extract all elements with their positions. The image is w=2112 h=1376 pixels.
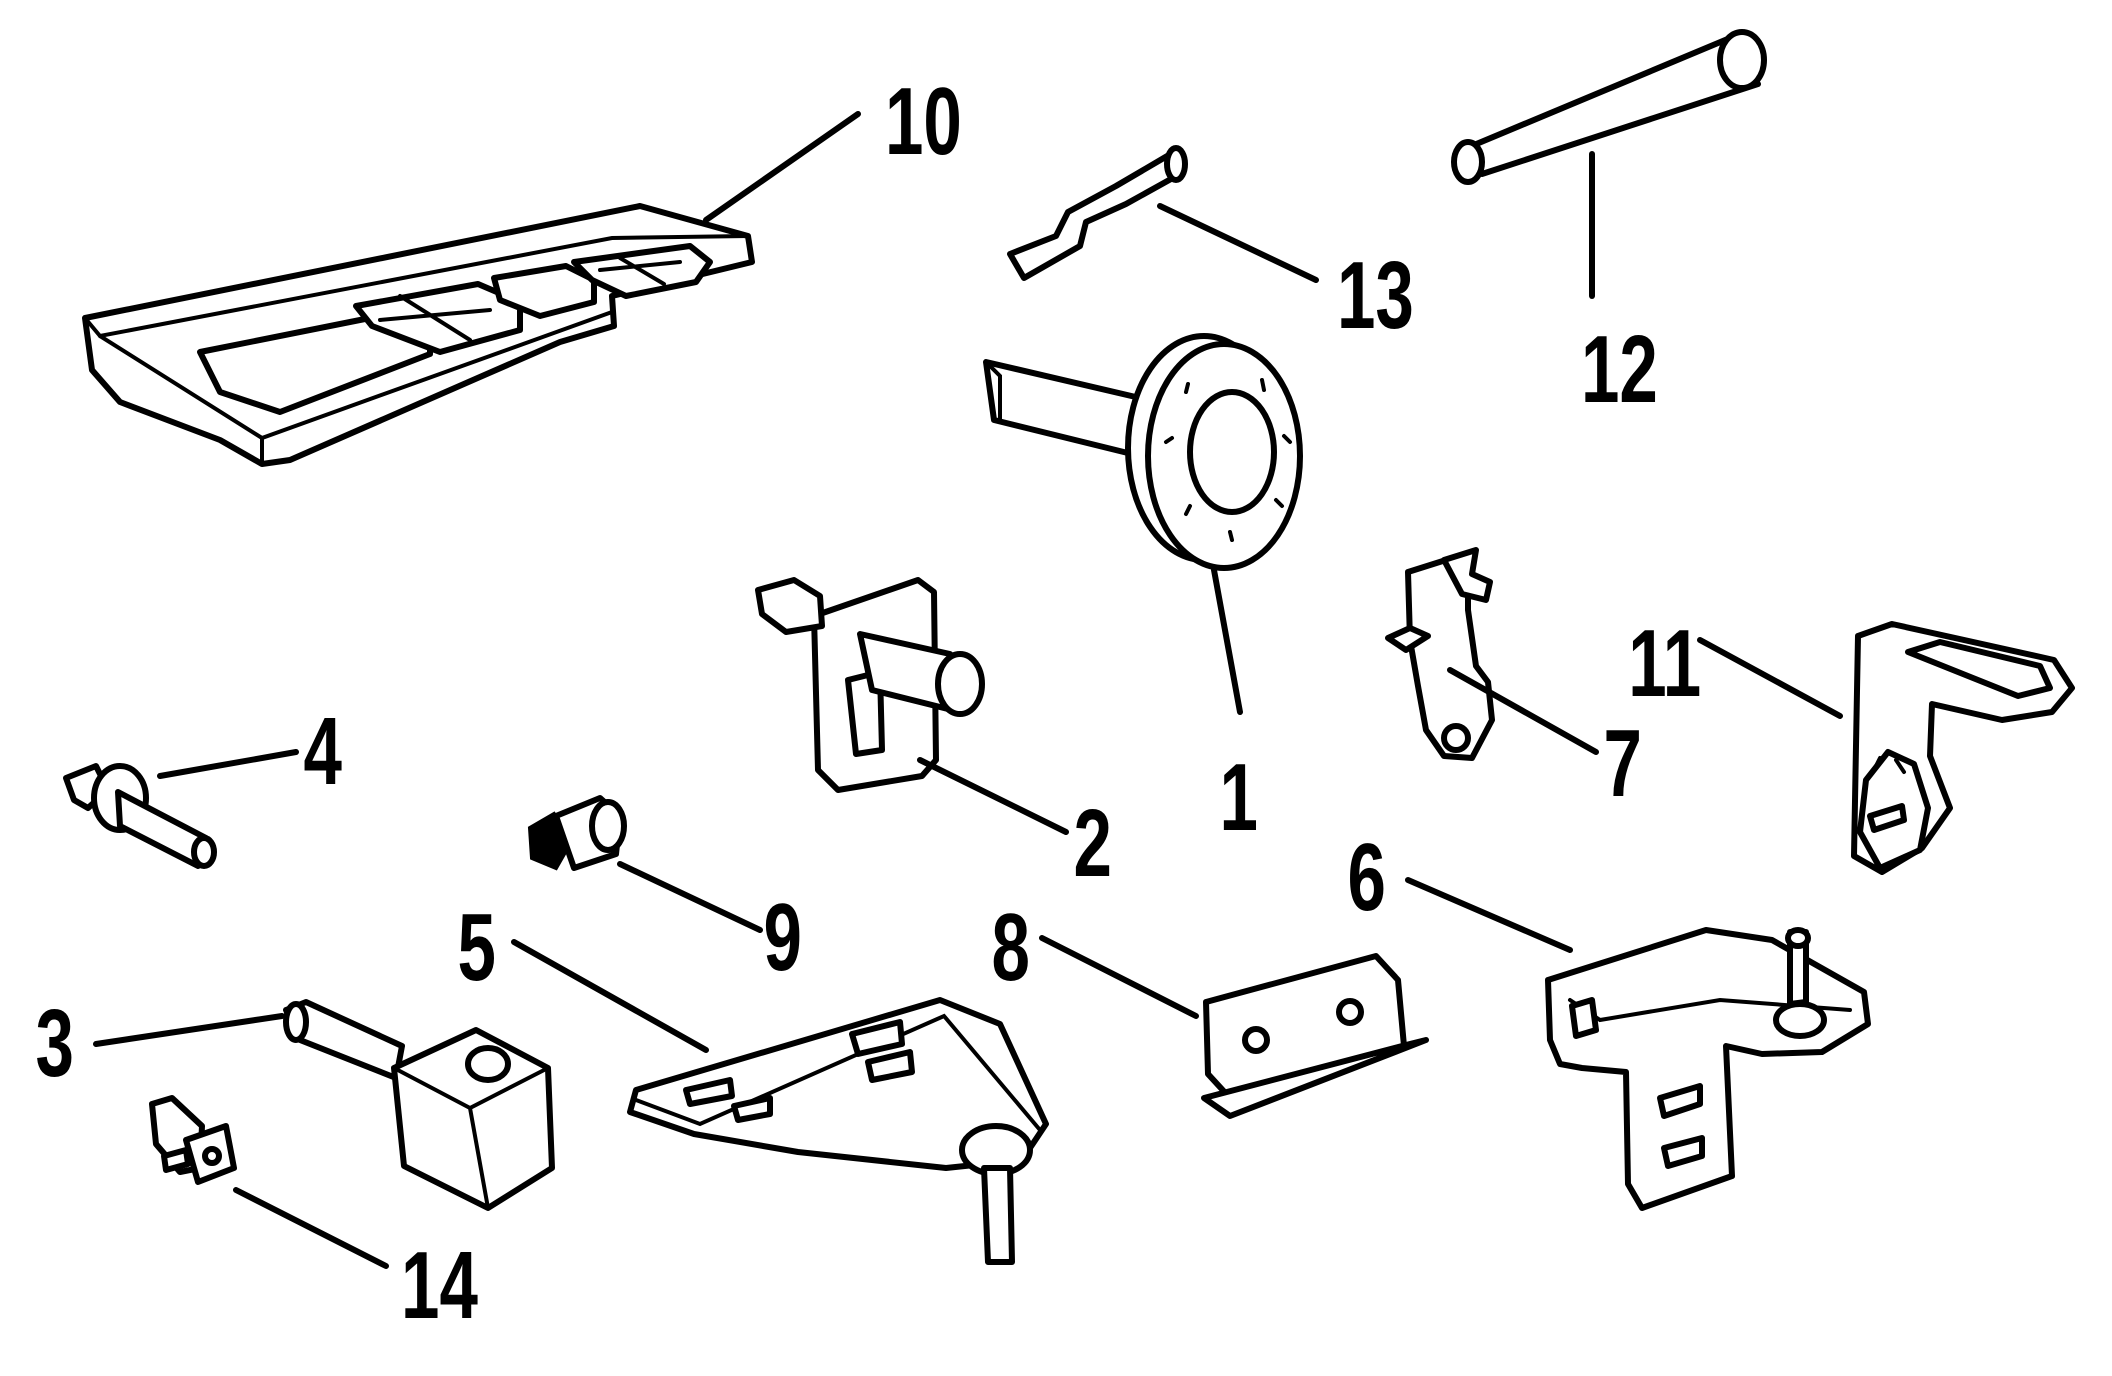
leader-line-3 [93, 1013, 285, 1047]
leader-line-13 [1157, 203, 1319, 283]
callout-label-10: 10 [885, 67, 962, 175]
callout-5: 5 [457, 893, 709, 1053]
callout-label-2: 2 [1073, 789, 1111, 897]
callout-label-13: 13 [1337, 241, 1414, 349]
part-8-strap [1201, 953, 1429, 1119]
leader-line-4 [157, 749, 299, 779]
leader-line-6 [1405, 877, 1573, 953]
callout-label-1: 1 [1219, 743, 1257, 851]
part-13-bent-rod [1007, 145, 1188, 281]
callout-label-12: 12 [1581, 315, 1658, 423]
callout-4: 4 [157, 697, 343, 805]
leader-line-7 [1447, 667, 1599, 755]
callout-3: 3 [35, 989, 285, 1097]
part-1-rotor [983, 333, 1303, 571]
callout-8: 8 [991, 893, 1199, 1019]
part-5-plate [627, 997, 1049, 1265]
callout-label-4: 4 [304, 697, 343, 805]
callout-label-11: 11 [1628, 609, 1701, 717]
leader-line-8 [1039, 935, 1199, 1019]
leader-line-5 [511, 939, 709, 1053]
leader-line-9 [617, 861, 763, 933]
callout-2: 2 [917, 757, 1112, 897]
part-2-bracket [755, 577, 985, 793]
part-9-bulb [527, 795, 627, 871]
leader-line-11 [1697, 637, 1843, 719]
callout-9: 9 [617, 861, 802, 991]
callout-13: 13 [1157, 203, 1414, 349]
callout-12: 12 [1581, 151, 1658, 423]
part-7-hook-clip [1385, 547, 1495, 761]
leader-line-14 [233, 1187, 389, 1269]
part-14-clip-nut [149, 1095, 237, 1185]
callout-6: 6 [1347, 823, 1573, 953]
callout-7: 7 [1447, 667, 1642, 817]
callout-label-3: 3 [35, 989, 73, 1097]
callout-label-6: 6 [1347, 823, 1385, 931]
callout-label-9: 9 [763, 883, 801, 991]
leader-line-2 [917, 757, 1069, 835]
part-3-block [283, 999, 555, 1211]
callout-label-14: 14 [401, 1231, 478, 1339]
callout-11: 11 [1628, 609, 1843, 719]
leader-line-10 [703, 111, 861, 223]
callout-1: 1 [1211, 567, 1258, 851]
leader-line-1 [1211, 567, 1243, 715]
part-6-hinge [1545, 927, 1871, 1211]
callout-10: 10 [703, 67, 962, 223]
part-12-rod [1451, 29, 1767, 185]
callout-label-7: 7 [1603, 709, 1641, 817]
callout-14: 14 [233, 1187, 478, 1339]
part-11-bracket [1851, 621, 2075, 875]
part-4-push-pin [63, 763, 217, 869]
callout-label-8: 8 [991, 893, 1029, 1001]
callout-label-5: 5 [457, 893, 495, 1001]
part-10-tray [82, 203, 755, 467]
